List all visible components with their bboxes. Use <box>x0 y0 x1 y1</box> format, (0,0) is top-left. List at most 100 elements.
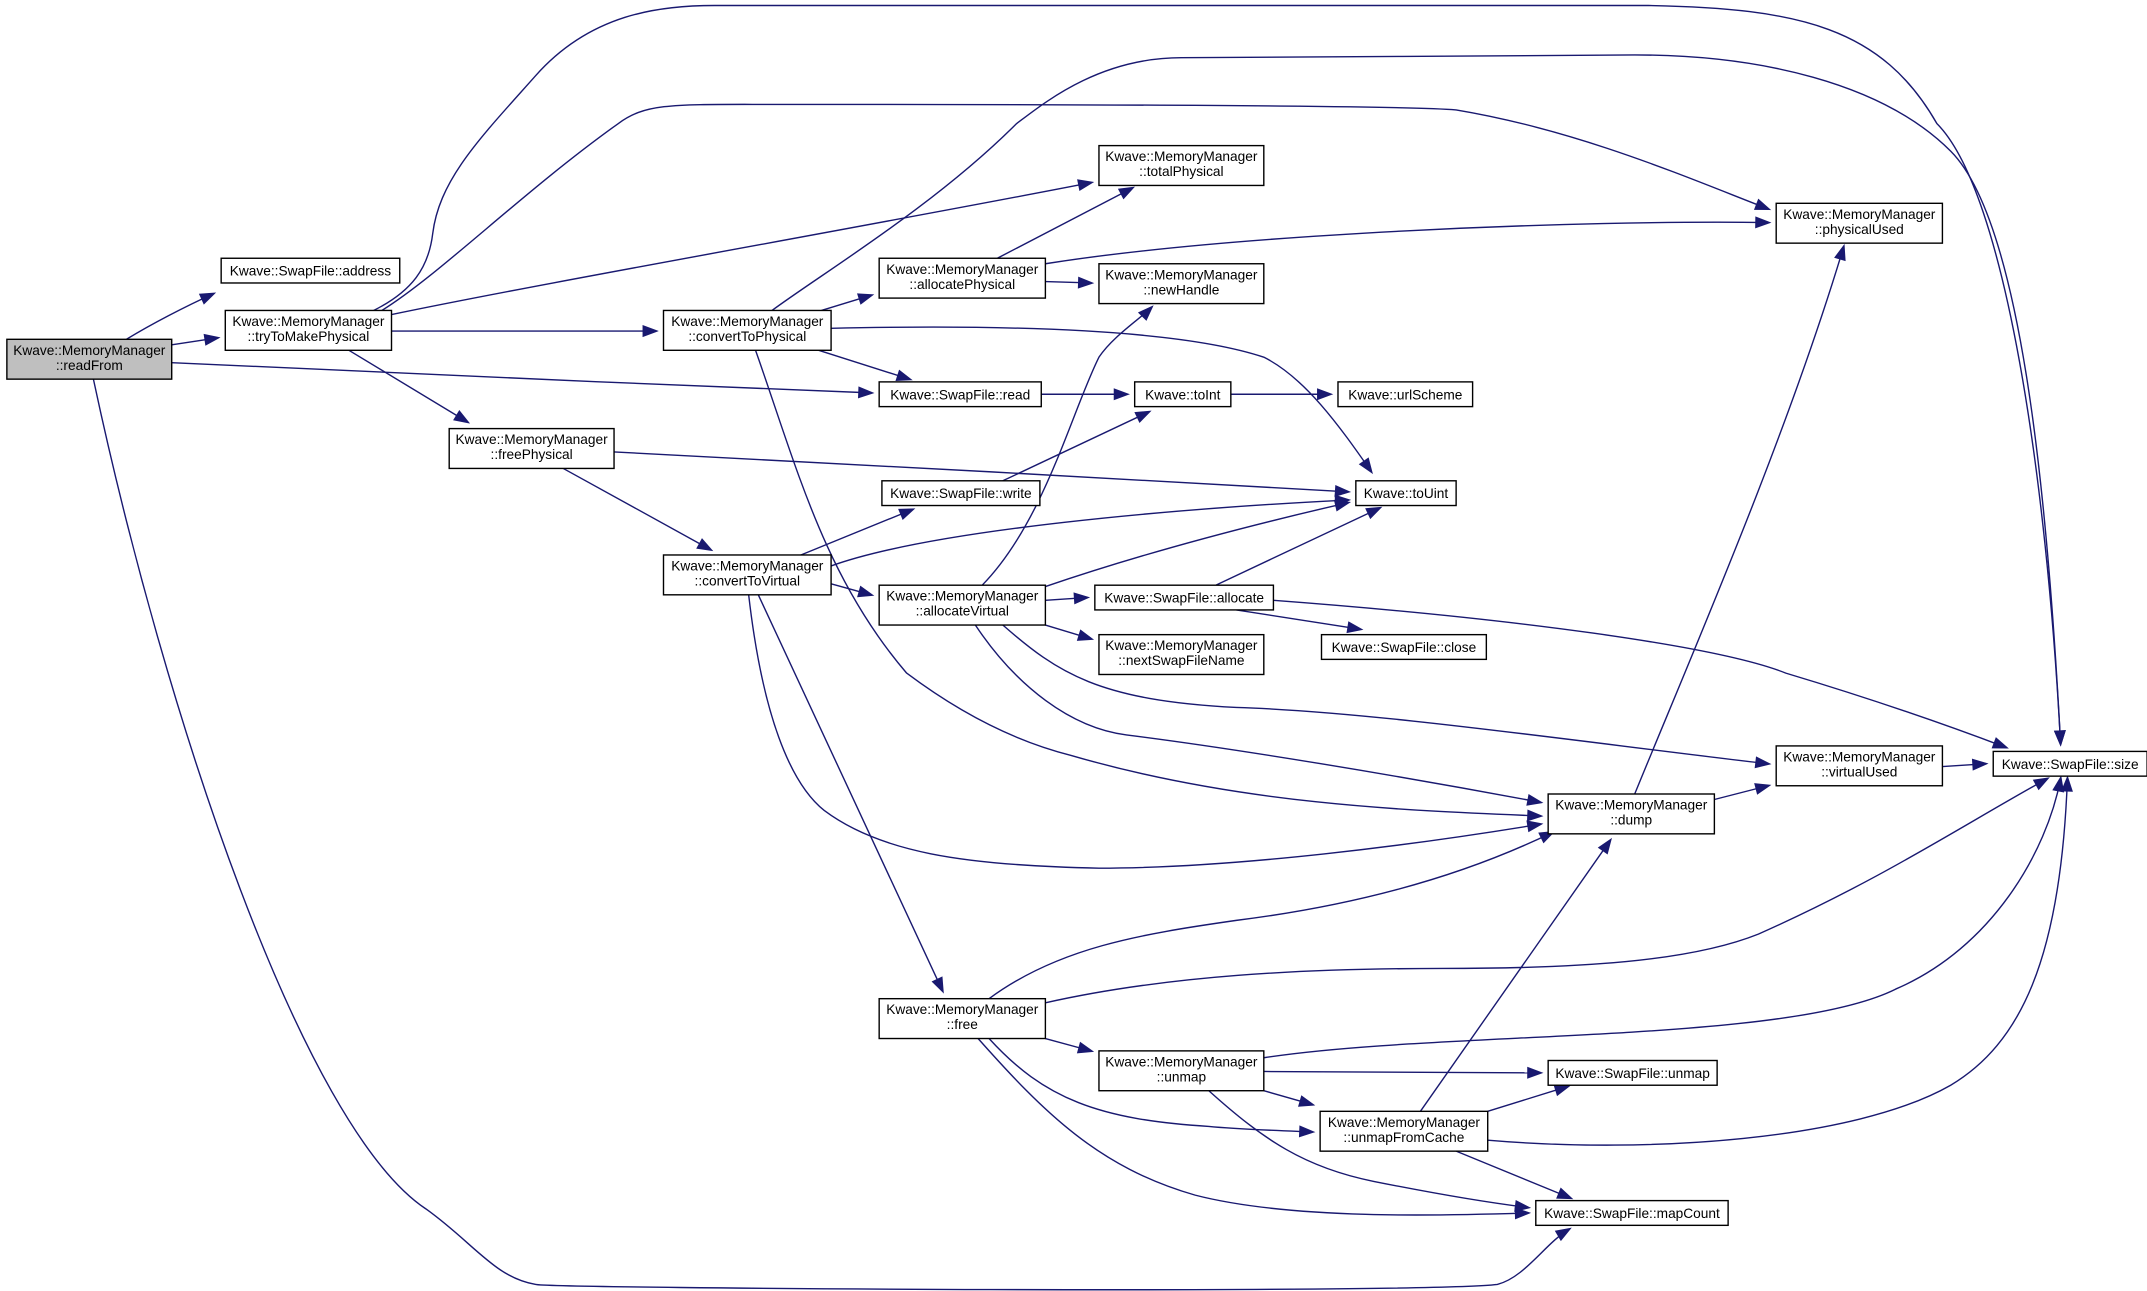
call-edge-line <box>1264 1071 1540 1072</box>
node-freePhysical[interactable]: Kwave::MemoryManager::freePhysical <box>448 427 615 470</box>
node-virtualUsed[interactable]: Kwave::MemoryManager::virtualUsed <box>1775 745 1944 787</box>
node-label: Kwave::toUint <box>1364 486 1449 501</box>
node-label-method: ::nextSwapFileName <box>1118 653 1244 668</box>
node-box <box>1098 633 1265 676</box>
call-edge-allocatePhysical-to-newHandle <box>1045 276 1095 289</box>
node-sfUnmap[interactable]: Kwave::SwapFile::unmap <box>1547 1059 1718 1086</box>
node-label-class: Kwave::MemoryManager <box>1105 1054 1258 1069</box>
node-label-class: Kwave::MemoryManager <box>1783 207 1936 222</box>
call-edge-line <box>1045 779 2046 1003</box>
node-box <box>1355 480 1457 507</box>
call-edge-unmapFromCache-to-sfUnmap <box>1488 1084 1571 1112</box>
call-edge-line <box>1045 503 1347 587</box>
node-box <box>881 480 1041 507</box>
node-box <box>1337 381 1474 408</box>
node-allocatePhysical[interactable]: Kwave::MemoryManager::allocatePhysical <box>878 257 1047 299</box>
node-free[interactable]: Kwave::MemoryManager::free <box>878 997 1047 1040</box>
node-dump[interactable]: Kwave::MemoryManager::dump <box>1547 793 1716 835</box>
node-unmap[interactable]: Kwave::MemoryManager::unmap <box>1098 1050 1265 1092</box>
call-edge-line <box>978 1039 1527 1216</box>
node-label-method: ::tryToMakePhysical <box>248 329 370 344</box>
node-label: Kwave::SwapFile::close <box>1332 640 1477 655</box>
node-box <box>1319 1110 1489 1152</box>
arrowhead-icon <box>858 386 875 399</box>
node-nextSwapFileName[interactable]: Kwave::MemoryManager::nextSwapFileName <box>1098 633 1265 676</box>
call-edge-convertToVirtual-to-write <box>801 508 916 555</box>
node-convertToPhysical[interactable]: Kwave::MemoryManager::convertToPhysical <box>662 309 832 351</box>
node-box <box>662 554 832 596</box>
call-edge-unmapFromCache-to-mapCount <box>1456 1151 1574 1200</box>
node-readFrom[interactable]: Kwave::MemoryManager::readFrom <box>6 338 173 380</box>
node-box <box>1775 202 1944 244</box>
node-newHandle[interactable]: Kwave::MemoryManager::newHandle <box>1098 263 1265 305</box>
call-edge-allocateVirtual-to-newHandle <box>982 305 1154 586</box>
arrowhead-icon <box>453 410 471 424</box>
node-mapCount[interactable]: Kwave::SwapFile::mapCount <box>1535 1199 1729 1227</box>
arrowhead-icon <box>1113 388 1130 401</box>
node-read[interactable]: Kwave::SwapFile::read <box>878 381 1042 408</box>
node-label-method: ::virtualUsed <box>1821 764 1897 779</box>
node-sfClose[interactable]: Kwave::SwapFile::close <box>1320 633 1488 661</box>
node-toUint[interactable]: Kwave::toUint <box>1355 480 1457 507</box>
node-sfSize[interactable]: Kwave::SwapFile::size <box>1992 750 2147 777</box>
arrowhead-icon <box>895 369 913 382</box>
call-edge-tryToMakePhysical-to-physicalUsed <box>382 104 1772 310</box>
node-label: Kwave::SwapFile::read <box>890 387 1030 402</box>
call-edge-convertToVirtual-to-allocateVirtual <box>831 584 875 598</box>
call-edge-readFrom-to-tryToMakePhysical <box>172 333 221 346</box>
node-write[interactable]: Kwave::SwapFile::write <box>881 480 1041 507</box>
call-edge-line <box>831 327 1371 471</box>
call-edge-line <box>1264 779 2061 1058</box>
call-edge-line <box>1216 508 1379 585</box>
node-convertToVirtual[interactable]: Kwave::MemoryManager::convertToVirtual <box>662 554 832 596</box>
node-box <box>1098 144 1265 187</box>
arrowhead-icon <box>1298 1095 1316 1107</box>
arrowhead-icon <box>1553 1084 1571 1097</box>
node-tryToMakePhysical[interactable]: Kwave::MemoryManager::tryToMakePhysical <box>224 309 393 351</box>
arrowhead-icon <box>1526 809 1544 822</box>
node-physicalUsed[interactable]: Kwave::MemoryManager::physicalUsed <box>1775 202 1944 244</box>
node-totalPhysical[interactable]: Kwave::MemoryManager::totalPhysical <box>1098 144 1265 187</box>
call-edge-allocatePhysical-to-physicalUsed <box>1045 216 1772 263</box>
arrowhead-icon <box>898 508 916 520</box>
node-label-class: Kwave::MemoryManager <box>671 558 824 573</box>
call-edge-line <box>756 350 1540 816</box>
arrowhead-icon <box>1077 276 1095 289</box>
node-label-class: Kwave::MemoryManager <box>232 314 385 329</box>
node-box <box>1320 633 1488 661</box>
call-edge-line <box>758 595 942 991</box>
call-edge-allocateVirtual-to-nextSwapFileName <box>1045 625 1095 641</box>
call-edge-tryToMakePhysical-to-sfSize <box>374 5 2066 747</box>
call-edge-line <box>1488 1087 1568 1112</box>
call-edge-sfAllocate-to-sfClose <box>1236 610 1364 634</box>
node-box <box>1547 793 1716 835</box>
node-label-class: Kwave::MemoryManager <box>1328 1115 1481 1130</box>
call-edge-line <box>392 183 1091 315</box>
call-edge-sfAllocate-to-sfSize <box>1273 600 2009 749</box>
arrowhead-icon <box>1526 820 1544 833</box>
node-sfAllocate[interactable]: Kwave::SwapFile::allocate <box>1094 584 1275 611</box>
node-unmapFromCache[interactable]: Kwave::MemoryManager::unmapFromCache <box>1319 1110 1489 1152</box>
node-urlScheme[interactable]: Kwave::urlScheme <box>1337 381 1474 408</box>
call-edge-allocateVirtual-to-toUint <box>1045 499 1352 587</box>
node-label-class: Kwave::MemoryManager <box>1105 149 1258 164</box>
call-edge-line <box>382 104 1768 310</box>
arrowhead-icon <box>1526 793 1544 806</box>
call-edge-line <box>772 55 2061 743</box>
node-box <box>1992 750 2147 777</box>
node-box <box>1098 1050 1265 1092</box>
node-box <box>1775 745 1944 787</box>
call-edge-line <box>93 379 1568 1290</box>
node-box <box>878 584 1047 626</box>
call-edge-freePhysical-to-convertToVirtual <box>563 468 714 552</box>
node-address[interactable]: Kwave::SwapFile::address <box>220 257 401 284</box>
node-box <box>1133 381 1232 408</box>
node-toInt[interactable]: Kwave::toInt <box>1133 381 1232 408</box>
call-edge-free-to-sfSize <box>1045 777 2050 1003</box>
call-edge-tryToMakePhysical-to-totalPhysical <box>392 179 1095 315</box>
call-edge-line <box>374 5 2061 743</box>
node-label: Kwave::urlScheme <box>1348 387 1462 402</box>
node-allocateVirtual[interactable]: Kwave::MemoryManager::allocateVirtual <box>878 584 1047 626</box>
node-label: Kwave::SwapFile::size <box>2002 757 2139 772</box>
call-edge-dump-to-physicalUsed <box>1635 243 1846 794</box>
